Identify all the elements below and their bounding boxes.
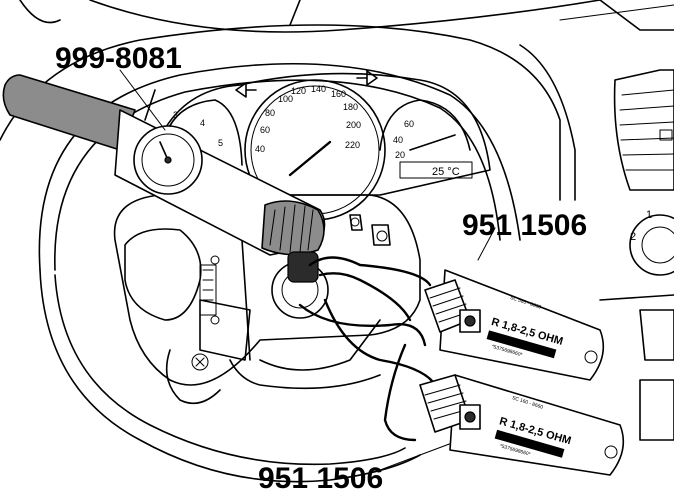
callout-tester-bottom: 951 1506 <box>258 462 383 495</box>
speedo-tick-60: 60 <box>260 125 270 135</box>
speedo-tick-160: 160 <box>331 89 346 99</box>
speedo-tick-80: 80 <box>265 108 275 118</box>
heater-tick-2: 2 <box>630 231 636 243</box>
temp-tick-60: 60 <box>404 119 414 129</box>
leader-tool <box>119 69 166 131</box>
tool-999-8081 <box>2 74 326 283</box>
outside-temp-display-frame <box>399 161 473 179</box>
leader-tester-bottom <box>379 439 461 471</box>
outside-temp-display: 25 °C <box>432 166 460 178</box>
tester-bottom-body <box>449 374 625 476</box>
test-wires <box>298 256 442 442</box>
tester-top-body <box>439 269 605 381</box>
connector-block <box>199 264 217 316</box>
left-turn-indicator-icon <box>235 82 257 98</box>
right-turn-indicator-icon <box>356 70 378 86</box>
tacho-tick-3: 3 <box>173 110 178 120</box>
tester-top: SC 585 - 8660 R 1,8-2,5 OHM *5375698660* <box>424 269 605 381</box>
speedo-tick-220: 220 <box>345 140 360 150</box>
heater-tick-1: 1 <box>646 209 652 221</box>
tester-bottom-barcode <box>494 429 565 458</box>
temp-tick-20: 20 <box>395 150 405 160</box>
speedometer-needle <box>288 140 332 177</box>
air-vent <box>613 69 674 191</box>
speedo-tick-100: 100 <box>278 94 293 104</box>
speedo-tick-120: 120 <box>291 86 306 96</box>
tool-socket <box>287 251 319 283</box>
tacho-tick-4: 4 <box>200 118 205 128</box>
temp-tick-40: 40 <box>393 135 403 145</box>
speedo-tick-200: 200 <box>346 120 361 130</box>
speedo-tick-40: 40 <box>255 144 265 154</box>
speedo-tick-180: 180 <box>343 102 358 112</box>
temperature-gauge: 20 40 60 25 °C <box>379 99 473 179</box>
tool-handle <box>2 74 136 151</box>
callout-tester-top: 951 1506 <box>462 209 587 242</box>
steering-wheel-rim <box>38 62 521 483</box>
leader-tester-top <box>477 227 496 261</box>
instrument-cluster <box>149 70 491 196</box>
dashboard-outline <box>0 0 674 201</box>
tester-bottom: SC 160 - 8660 R 1,8-2,5 OHM *5375698660* <box>419 374 625 476</box>
tester-top-barcode <box>486 330 557 359</box>
tacho-tick-5: 5 <box>218 138 223 148</box>
speedo-tick-140: 140 <box>311 84 326 94</box>
callout-tool: 999-8081 <box>55 42 182 75</box>
heater-knob: 1 2 <box>599 209 674 441</box>
leader-lines <box>119 69 496 471</box>
